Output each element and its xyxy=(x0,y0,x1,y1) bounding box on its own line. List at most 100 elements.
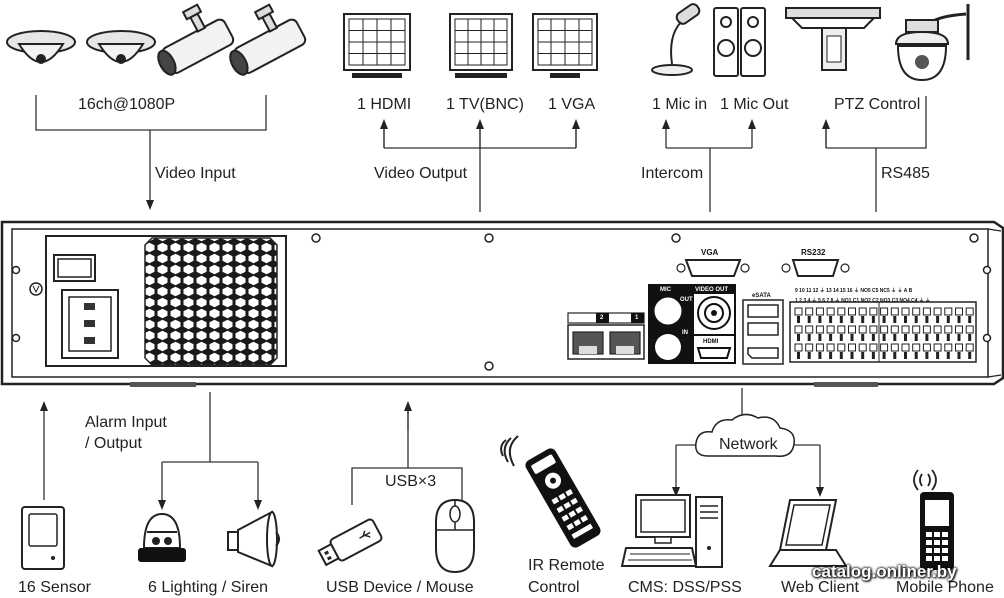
panel-video-out-label: VIDEO OUT xyxy=(695,287,729,293)
terminal-slot xyxy=(946,316,950,323)
terminal-screw xyxy=(901,343,910,352)
terminal-slot xyxy=(882,352,886,359)
terminal-screw xyxy=(890,307,899,316)
alarm-light-icon xyxy=(138,512,186,562)
panel-hdmi-label: HDMI xyxy=(703,339,719,345)
intercom-label: Intercom xyxy=(641,165,704,182)
cms-label: CMS: DSS/PSS xyxy=(628,579,742,596)
ir-remote-icon xyxy=(500,435,601,548)
camera-bracket xyxy=(35,95,267,205)
terminal-screw xyxy=(826,307,835,316)
terminal-slot xyxy=(839,316,843,323)
vga-monitor-icon xyxy=(532,13,598,78)
terminal-slot xyxy=(861,334,865,341)
terminal-screw xyxy=(965,343,974,352)
tv-label: 1 TV(BNC) xyxy=(446,96,524,113)
terminal-slot xyxy=(807,352,811,359)
panel-lan2-label: 2 xyxy=(600,315,604,321)
alarm-label-line2: / Output xyxy=(85,435,142,452)
terminal-slot xyxy=(925,334,929,341)
terminal-screw xyxy=(826,343,835,352)
usb-esata-block xyxy=(742,299,784,365)
terminal-screw xyxy=(815,343,824,352)
terminal-screw xyxy=(922,325,931,334)
terminal-screw xyxy=(837,307,846,316)
panel-esata-label: eSATA xyxy=(752,293,771,299)
terminal-screw xyxy=(880,325,889,334)
terminal-slot xyxy=(797,334,800,341)
terminal-screw xyxy=(890,343,899,352)
terminal-screw xyxy=(794,343,803,352)
mic-in-label: 1 Mic in xyxy=(652,96,708,113)
terminal-slot xyxy=(925,316,929,323)
terminal-slot xyxy=(882,316,886,323)
terminal-slot xyxy=(914,334,918,341)
tv-monitor-icon xyxy=(449,13,513,78)
speed-dome-icon xyxy=(894,4,970,82)
terminal-screw xyxy=(965,307,974,316)
terminal-screw xyxy=(805,343,814,352)
network-label: Network xyxy=(719,436,778,453)
terminal-screw xyxy=(837,325,846,334)
dome-camera-icon xyxy=(6,30,76,64)
panel-mic-out-label: OUT xyxy=(680,297,693,303)
terminal-screw xyxy=(858,325,867,334)
terminal-screw xyxy=(858,307,867,316)
terminal-slot xyxy=(829,334,833,341)
vga-label: 1 VGA xyxy=(548,96,596,113)
terminal-slot xyxy=(893,334,897,341)
terminal-screw xyxy=(933,307,942,316)
speaker-icon xyxy=(713,7,766,77)
lighting-bracket xyxy=(162,392,258,463)
terminal-screw xyxy=(794,307,803,316)
terminal-screw xyxy=(869,307,878,316)
terminal-slot xyxy=(818,352,822,359)
hdmi-monitor-icon xyxy=(343,13,411,78)
terminal-slot xyxy=(893,352,897,359)
terminal-screw xyxy=(837,343,846,352)
terminal-slot xyxy=(871,316,875,323)
terminal-slot xyxy=(893,316,897,323)
camera-count-label: 16ch@1080P xyxy=(78,96,176,113)
terminal-slot xyxy=(914,316,918,323)
terminal-screw xyxy=(955,325,963,334)
terminal-slot xyxy=(829,352,833,359)
rs232-port-icon xyxy=(781,259,850,277)
panel-mic-in-label: IN xyxy=(682,330,688,336)
audio-video-block xyxy=(648,284,736,364)
terminal-slot xyxy=(936,316,940,323)
web-client-label: Web Client xyxy=(781,579,859,596)
terminal-screw xyxy=(848,325,856,334)
terminal-screw xyxy=(848,343,856,352)
terminal-screw xyxy=(901,307,910,316)
siren-icon xyxy=(227,510,280,568)
terminal-screw xyxy=(912,325,921,334)
terminal-screw xyxy=(912,307,921,316)
terminal-slot xyxy=(882,334,886,341)
terminal-slot xyxy=(968,316,972,323)
dome-camera-icon xyxy=(86,30,156,64)
terminal-slot xyxy=(871,334,875,341)
network-cloud-icon xyxy=(695,413,795,457)
terminal-slot xyxy=(861,316,865,323)
terminal-row2-label: 1 2 3 4 ⏚ 5 6 7 8 ⏚ NO1 C1 NO2 C2 NO3 C3… xyxy=(795,298,931,304)
microphone-icon xyxy=(651,3,701,76)
power-supply-block xyxy=(29,235,287,367)
terminal-screw xyxy=(869,343,878,352)
video-output-label: Video Output xyxy=(374,165,468,182)
terminal-screw xyxy=(815,325,824,334)
hdmi-label: 1 HDMI xyxy=(357,96,412,113)
terminal-slot xyxy=(957,352,961,359)
mobile-phone-icon xyxy=(913,469,954,570)
terminal-slot xyxy=(904,334,907,341)
terminal-screw xyxy=(805,307,814,316)
terminal-slot xyxy=(968,352,972,359)
vga-port-icon xyxy=(676,259,750,277)
laptop-icon xyxy=(768,499,848,567)
panel-rs232-label: RS232 xyxy=(801,248,826,257)
terminal-slot xyxy=(946,334,950,341)
terminal-screw xyxy=(965,325,974,334)
terminal-slot xyxy=(946,352,950,359)
mic-out-label: 1 Mic Out xyxy=(720,96,789,113)
